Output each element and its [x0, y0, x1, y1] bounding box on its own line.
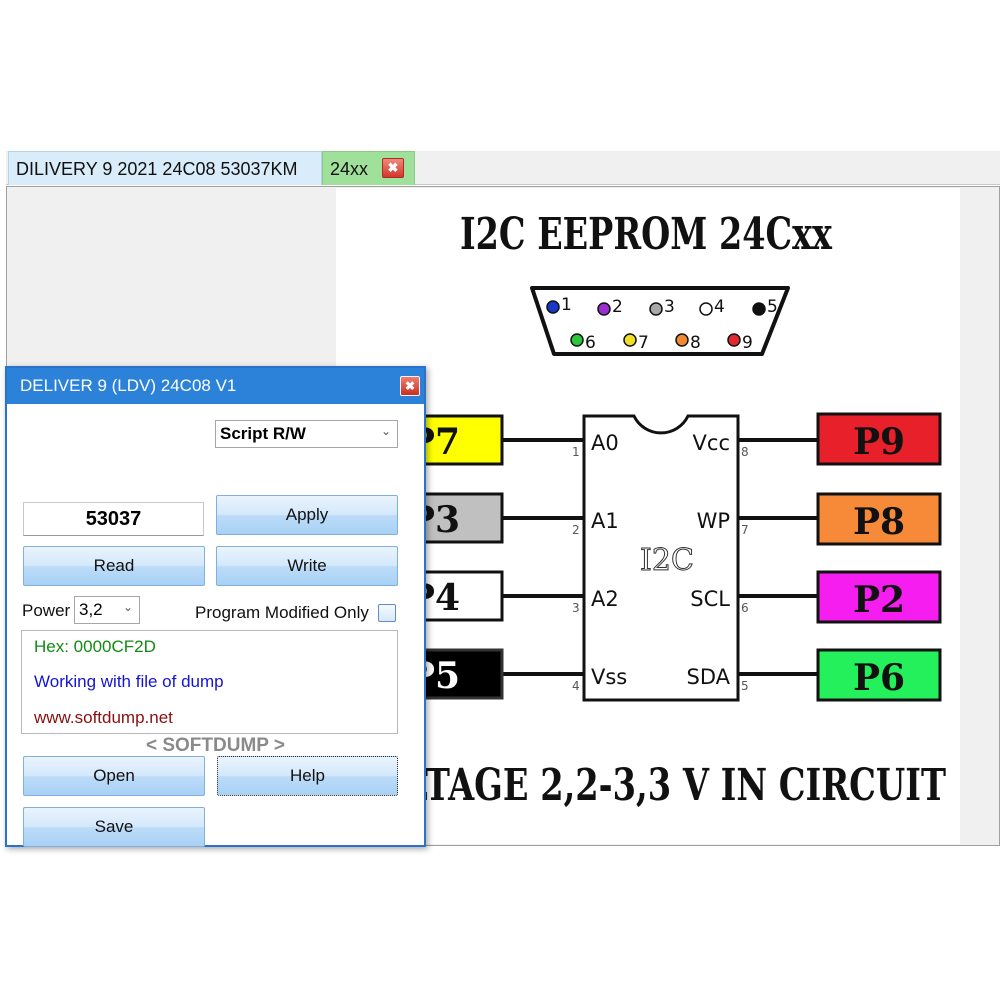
dialog-body: Script R/W ⌄ 53037 Apply Read Write Powe…	[7, 404, 424, 847]
tag-p6	[816, 648, 942, 702]
chip-pin-a0: A0	[591, 431, 619, 455]
pin-number-4: 4	[572, 679, 580, 693]
chip-pin-sda: SDA	[687, 665, 731, 689]
script-select[interactable]: Script R/W ⌄	[215, 420, 398, 448]
pin-number-3: 3	[572, 601, 580, 615]
program-modified-checkbox[interactable]	[378, 604, 396, 622]
chip-pin-wp: WP	[697, 509, 730, 533]
db9-pin-2: 2	[612, 297, 623, 317]
apply-button[interactable]: Apply	[216, 495, 398, 535]
db9-pin-9: 9	[742, 333, 753, 353]
help-button[interactable]: Help	[217, 756, 398, 796]
db9-pin-row-top: 1 2 3 4 5	[546, 295, 778, 317]
pin-number-6: 6	[741, 601, 749, 615]
pin-number-1: 1	[572, 445, 580, 459]
chevron-down-icon: ⌄	[122, 600, 133, 614]
eeprom-tool-dialog: DELIVER 9 (LDV) 24C08 V1 ✖ Script R/W ⌄ …	[5, 366, 426, 847]
save-button[interactable]: Save	[23, 807, 205, 847]
tag-p9-label: P9	[853, 421, 905, 463]
tag-p6-label: P6	[853, 657, 905, 699]
read-button[interactable]: Read	[23, 546, 205, 586]
schematic-title: I2C EEPROM 24Cxx	[460, 209, 833, 260]
chip-pin-a2: A2	[591, 587, 619, 611]
dialog-titlebar[interactable]: DELIVER 9 (LDV) 24C08 V1 ✖	[7, 368, 424, 404]
chevron-down-icon: ⌄	[380, 424, 391, 438]
voltage-note: LTAGE 2,2-3,3 V IN CIRCUIT	[404, 760, 946, 811]
pin-number-7: 7	[741, 523, 749, 537]
tag-p8	[816, 492, 942, 546]
db9-pin-1: 1	[561, 295, 572, 315]
db9-pin-6: 6	[585, 333, 596, 353]
tab-dump-file-label: DILIVERY 9 2021 24C08 53037KM	[16, 159, 298, 179]
hex-value: Hex: 0000CF2D	[34, 637, 156, 656]
dialog-title: DELIVER 9 (LDV) 24C08 V1	[20, 376, 237, 395]
chip-pin-a1: A1	[591, 509, 619, 533]
eeprom-pinout-image: I2C EEPROM 24Cxx 1 2 3 4 5 6 7 8 9	[336, 188, 960, 844]
dialog-close-icon[interactable]: ✖	[400, 376, 420, 396]
db9-pin-7: 7	[638, 333, 649, 353]
db9-connector-icon	[530, 286, 790, 356]
db9-pin-8: 8	[690, 333, 701, 353]
tag-p8-label: P8	[853, 501, 905, 543]
db9-pin-3: 3	[664, 297, 675, 317]
website-link[interactable]: www.softdump.net	[34, 708, 173, 727]
script-select-value: Script R/W	[220, 424, 306, 443]
chip-pin-vcc: Vcc	[693, 431, 730, 455]
document-tab-strip: DILIVERY 9 2021 24C08 53037KM 24xx ✖	[6, 151, 1000, 185]
tag-p9	[816, 412, 942, 466]
value-field[interactable]: 53037	[23, 502, 204, 536]
eeprom-chip-icon	[582, 414, 740, 702]
open-button[interactable]: Open	[23, 756, 205, 796]
db9-pin-5: 5	[767, 297, 778, 317]
tab-close-icon[interactable]: ✖	[382, 158, 404, 178]
write-button[interactable]: Write	[216, 546, 398, 586]
pin-number-2: 2	[572, 523, 580, 537]
db9-pin-row-bottom: 6 7 8 9	[570, 333, 753, 353]
chip-pin-vss: Vss	[591, 665, 627, 689]
tab-dump-file[interactable]: DILIVERY 9 2021 24C08 53037KM	[8, 151, 322, 185]
chip-label: I2C	[640, 543, 694, 578]
power-label: Power	[22, 601, 71, 620]
info-panel: Hex: 0000CF2D Working with file of dump …	[21, 630, 398, 734]
tab-24xx-label: 24xx	[330, 159, 369, 179]
chip-pin-scl: SCL	[690, 587, 730, 611]
tag-p2-label: P2	[853, 579, 905, 621]
db9-pin-4: 4	[714, 297, 725, 317]
program-modified-label: Program Modified Only	[195, 603, 369, 622]
power-select[interactable]: 3,2 ⌄	[74, 596, 140, 624]
pin-number-8: 8	[741, 445, 749, 459]
status-text: Working with file of dump	[34, 672, 224, 691]
tag-p2	[816, 570, 942, 624]
tab-24xx[interactable]: 24xx ✖	[322, 151, 415, 185]
power-select-value: 3,2	[79, 600, 103, 619]
softdump-brand: < SOFTDUMP >	[145, 735, 285, 756]
pin-number-5: 5	[741, 679, 749, 693]
pinout-diagram: I2C EEPROM 24Cxx 1 2 3 4 5 6 7 8 9	[394, 209, 946, 811]
